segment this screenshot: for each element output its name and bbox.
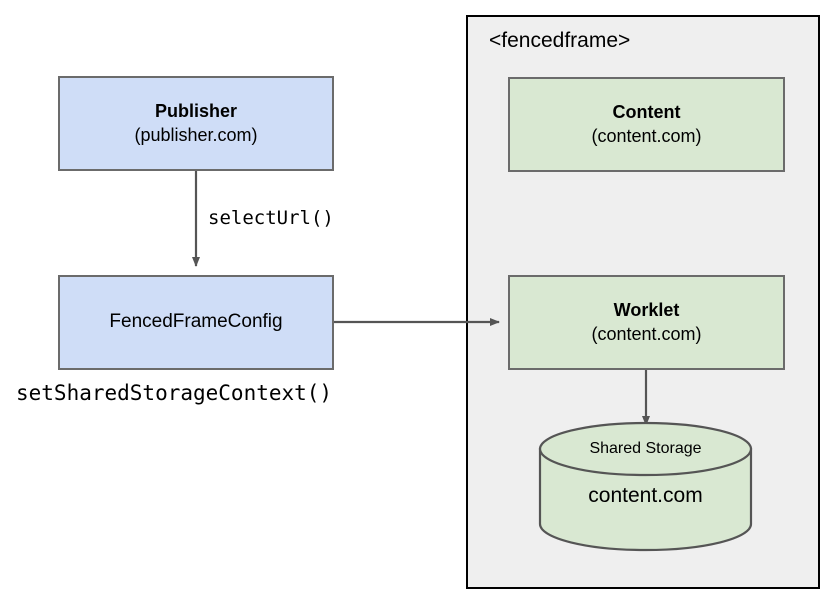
- node-content[interactable]: Content (content.com): [508, 77, 785, 172]
- node-fencedframeconfig-title: FencedFrameConfig: [109, 311, 283, 333]
- node-publisher[interactable]: Publisher (publisher.com): [58, 76, 334, 171]
- node-fencedframeconfig[interactable]: FencedFrameConfig: [58, 275, 334, 370]
- node-publisher-subtitle: (publisher.com): [134, 124, 258, 145]
- shared-storage-cylinder-shape: [538, 421, 753, 552]
- fencedframe-panel-label: <fencedframe>: [489, 29, 631, 52]
- annotation-set-shared-storage-context: setSharedStorageContext(): [16, 381, 333, 405]
- node-worklet-subtitle: (content.com): [591, 323, 702, 344]
- node-shared-storage[interactable]: Shared Storage content.com: [540, 428, 751, 555]
- node-worklet-title: Worklet: [613, 300, 680, 321]
- node-content-subtitle: (content.com): [591, 125, 702, 146]
- shared-storage-body-label: content.com: [588, 484, 703, 507]
- node-content-title: Content: [612, 102, 681, 123]
- shared-storage-top-label: Shared Storage: [589, 440, 702, 457]
- node-worklet[interactable]: Worklet (content.com): [508, 275, 785, 370]
- node-publisher-title: Publisher: [154, 101, 238, 122]
- edge-label-selecturl: selectUrl(): [208, 207, 334, 229]
